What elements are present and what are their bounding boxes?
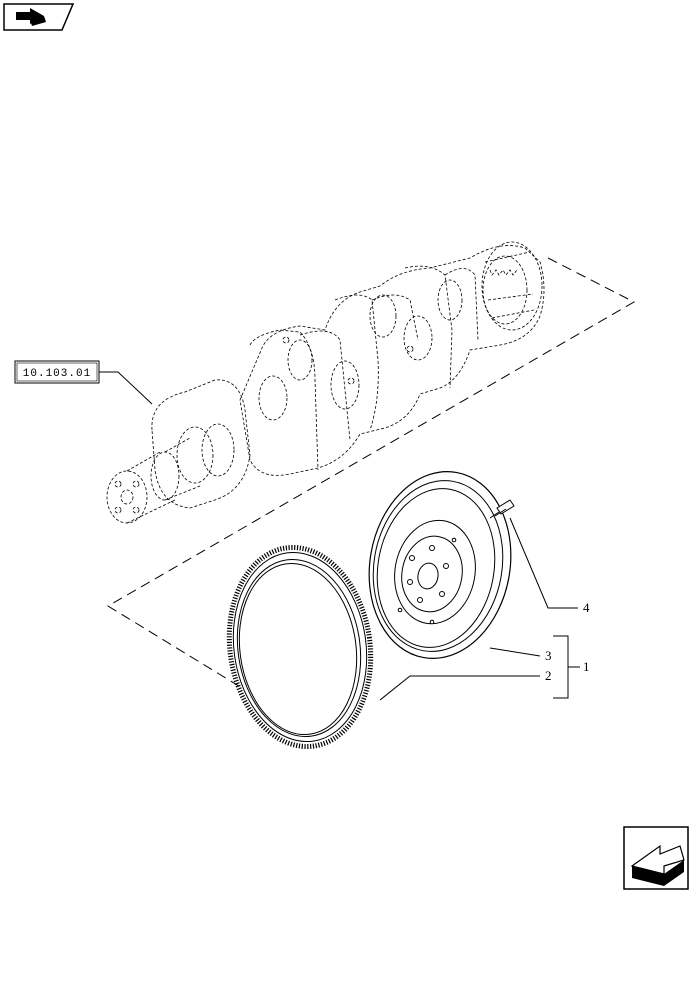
previous-page-arrow-icon[interactable] [3, 3, 75, 31]
reference-leader [99, 371, 153, 405]
next-page-arrow-icon[interactable] [623, 826, 689, 890]
bolt [489, 499, 515, 519]
callout-bolt: 4 [583, 600, 590, 615]
reference-code: 10.103.01 [23, 368, 91, 380]
callout-flywheel: 3 [545, 648, 552, 663]
flywheel [368, 471, 512, 659]
reference-code-link[interactable]: 10.103.01 [14, 360, 100, 384]
ring-gear [226, 544, 374, 750]
crankshaft [106, 241, 545, 524]
callout-ring-gear: 2 [545, 668, 552, 683]
leader-lines [379, 517, 580, 701]
alignment-lines [107, 257, 636, 689]
callout-assembly: 1 [583, 659, 590, 674]
